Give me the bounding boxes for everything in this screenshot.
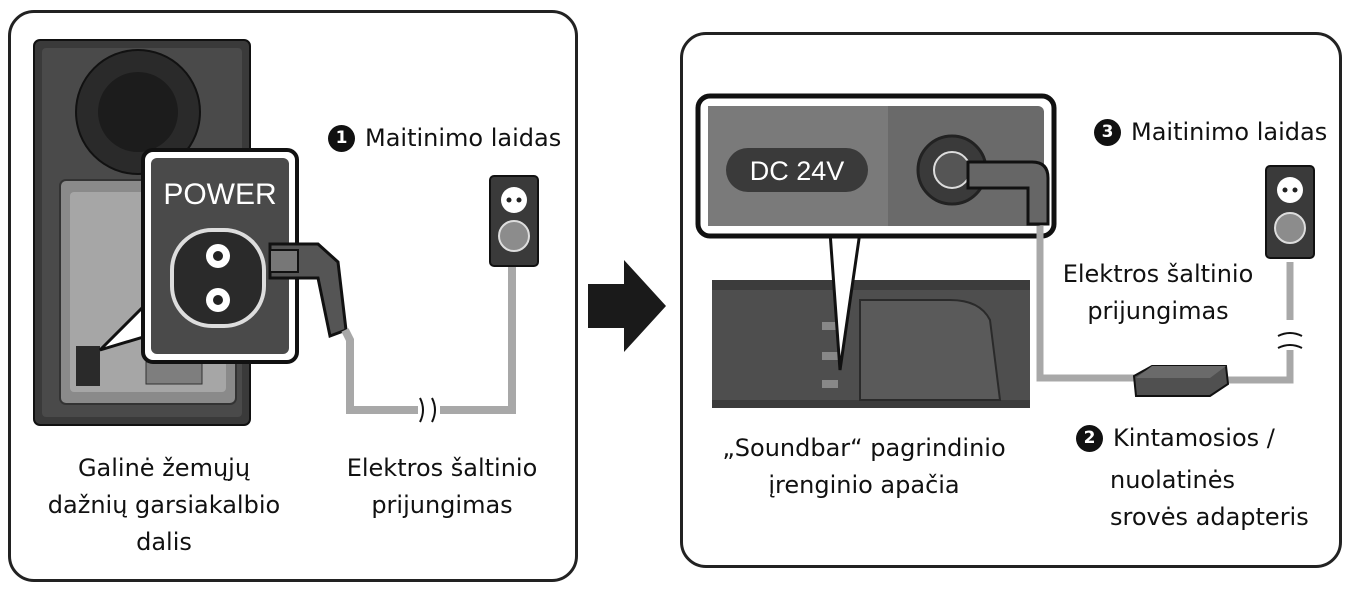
callout-2: 2 Kintamosios / (1076, 424, 1275, 452)
power-inlet-zoom: POWER (98, 148, 299, 364)
power-label: POWER (163, 178, 276, 211)
soundbar-caption-line-2: įrenginio apačia (768, 471, 960, 499)
adapter-caption: nuolatinės srovės adapteris (1110, 462, 1330, 536)
power-source-caption-right-line-1: Elektros šaltinio (1062, 260, 1254, 288)
soundbar-caption: „Soundbar“ pagrindinio įrenginio apačia (714, 430, 1014, 504)
soundbar-caption-line-1: „Soundbar“ pagrindinio (722, 434, 1006, 462)
callout-1-number: 1 (328, 124, 355, 152)
soundbar-bottom-illustration (712, 280, 1030, 408)
power-source-caption-right: Elektros šaltinio prijungimas (1048, 256, 1268, 330)
arrow-next-icon (588, 260, 666, 352)
dc-input-zoom: DC 24V (695, 93, 1057, 371)
subwoofer-caption-line-3: dalis (136, 528, 192, 556)
power-source-caption-left-line-1: Elektros šaltinio (346, 454, 538, 482)
adapter-caption-line-2: srovės adapteris (1110, 503, 1309, 531)
adapter-caption-line-1: nuolatinės (1110, 466, 1236, 494)
dc-label: DC 24V (750, 156, 845, 186)
subwoofer-caption-line-1: Galinė žemųjų (77, 454, 251, 482)
callout-2-number: 2 (1076, 424, 1103, 452)
callout-3-number: 3 (1094, 118, 1121, 146)
power-source-caption-left: Elektros šaltinio prijungimas (332, 450, 552, 524)
power-source-caption-right-line-2: prijungimas (1087, 297, 1229, 325)
callout-2-label: Kintamosios / (1113, 424, 1275, 452)
callout-1-label: Maitinimo laidas (365, 124, 562, 152)
subwoofer-caption-line-2: dažnių garsiakalbio (47, 491, 281, 519)
subwoofer-caption: Galinė žemųjų dažnių garsiakalbio dalis (44, 450, 284, 561)
wall-outlet-left (489, 175, 539, 267)
power-cord-left (268, 242, 516, 423)
power-source-caption-left-line-2: prijungimas (371, 491, 513, 519)
callout-3-label: Maitinimo laidas (1131, 118, 1328, 146)
dc-cable-and-adapter (1036, 226, 1303, 397)
wall-outlet-right (1265, 165, 1315, 259)
callout-3: 3 Maitinimo laidas (1094, 118, 1327, 146)
callout-1: 1 Maitinimo laidas (328, 124, 561, 152)
